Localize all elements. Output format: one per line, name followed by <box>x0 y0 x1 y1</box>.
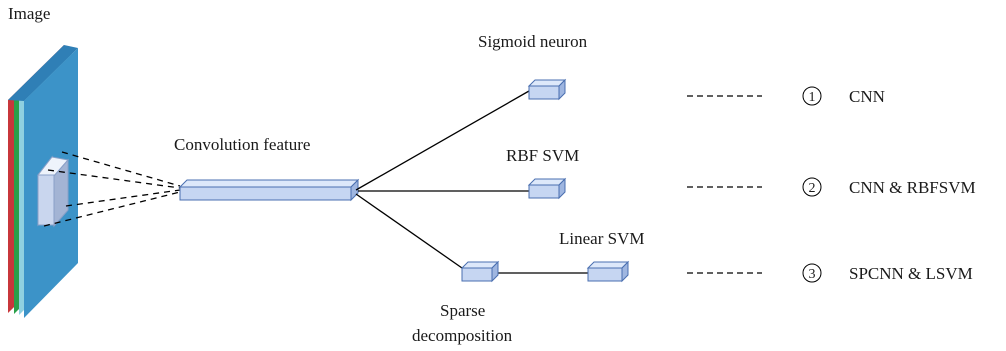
linear-svm-label: Linear SVM <box>559 229 644 248</box>
method-name-1: CNN <box>849 87 885 106</box>
convolution-feature-bar <box>178 178 360 202</box>
rbf-svm-block <box>527 177 567 200</box>
sparse-decomposition-label-line1: Sparse <box>440 301 485 320</box>
projection-line-2 <box>47 169 181 189</box>
method-number-2: 2 <box>809 181 816 196</box>
sigmoid-neuron-label: Sigmoid neuron <box>478 32 588 51</box>
rbf-block-front <box>528 184 560 199</box>
method-row-3: 3 SPCNN & LSVM <box>687 263 973 283</box>
feature-bar-top <box>178 179 360 188</box>
projection-line-1 <box>61 151 181 187</box>
line-to-sparse <box>355 193 463 269</box>
image-top-face <box>8 45 78 101</box>
input-image <box>8 45 78 318</box>
method-name-2: CNN & RBFSVM <box>849 178 976 197</box>
kernel-patch-face <box>37 174 55 226</box>
convolution-feature-label: Convolution feature <box>174 135 310 154</box>
method-number-circle-2 <box>802 177 822 197</box>
method-row-1: 1 CNN <box>687 86 885 106</box>
method-number-circle-1 <box>802 86 822 106</box>
method-number-3: 3 <box>809 267 816 282</box>
rbf-svm-label: RBF SVM <box>506 146 579 165</box>
line-to-sigmoid <box>355 90 530 191</box>
feature-bar-front <box>179 186 352 201</box>
sigmoid-neuron-block <box>527 78 567 101</box>
projection-line-4 <box>43 191 181 227</box>
sparse-block-front <box>461 267 493 282</box>
projection-line-3 <box>65 189 181 207</box>
connections <box>355 90 588 274</box>
method-row-2: 2 CNN & RBFSVM <box>687 177 976 197</box>
sparse-decomposition-label-line2: decomposition <box>412 326 513 345</box>
linear-svm-block <box>586 260 630 283</box>
method-name-3: SPCNN & LSVM <box>849 264 973 283</box>
method-number-circle-3 <box>802 263 822 283</box>
sigmoid-block-front <box>528 85 560 100</box>
sparse-decomposition-block <box>460 260 500 283</box>
method-number-1: 1 <box>809 90 816 105</box>
image-label: Image <box>8 4 50 23</box>
linear-block-top <box>586 261 630 269</box>
kernel-projection-lines <box>43 151 181 227</box>
linear-block-front <box>587 267 623 282</box>
